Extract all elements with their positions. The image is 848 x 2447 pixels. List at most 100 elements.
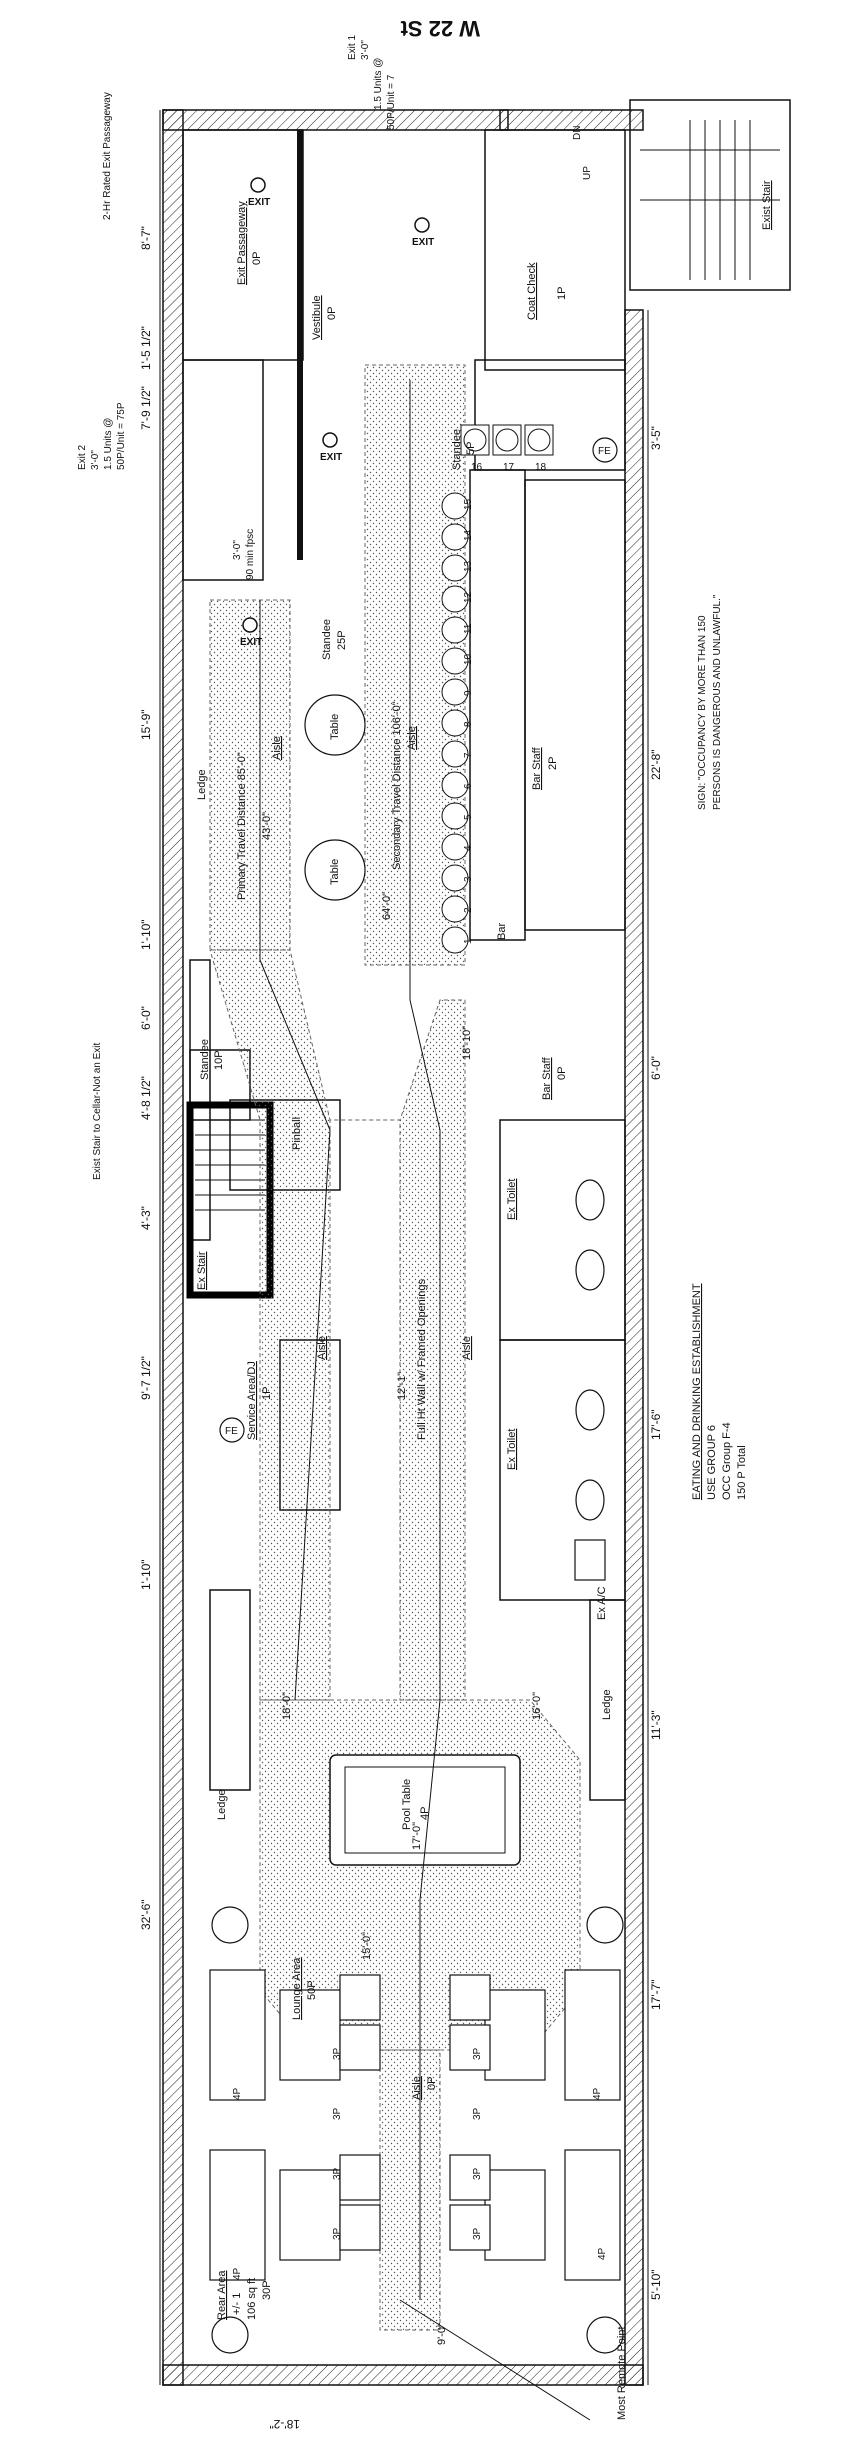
most-remote-label: Most Remote Point (616, 2326, 628, 2420)
exit1-title: Exit 1 (347, 35, 358, 60)
stool-number: 15 (463, 498, 474, 510)
stool-number: 10 (463, 653, 474, 665)
bar-stool: 16 (460, 424, 490, 473)
seat-label: 4P (592, 2087, 603, 2100)
travel-43: 43'-0" (261, 812, 273, 840)
pool-table: Pool Table 4P (329, 1754, 521, 1866)
street-label: W 22 St (400, 16, 480, 41)
rear-occ: 30P (261, 2280, 273, 2300)
up-label: UP (582, 166, 593, 180)
primary-travel: Primary Travel Distance 85'-0" (236, 752, 248, 900)
exit1-capacity: 50P/Unit = 7 (386, 74, 397, 130)
secondary-travel: Secondary Travel Distance 106'-0" (391, 701, 403, 870)
standee-top-occ: 5P (465, 442, 477, 455)
seat-label: 3P (472, 2047, 483, 2060)
dimension-label: 6'-0" (649, 1056, 663, 1080)
lounge-occ: 50P (306, 1980, 318, 2000)
exit-sign-2: EXIT (320, 452, 342, 463)
bar-stool: 2 (441, 895, 474, 923)
est-occ: OCC Group F-4 (721, 1422, 733, 1500)
dimension-label: 4'-8 1/2" (139, 1076, 153, 1120)
seat-label: 3P (332, 2107, 343, 2120)
bar-stool: 4 (441, 833, 474, 861)
ledge-label-3: Ledge (601, 1689, 613, 1720)
bar-staff-1-label: Bar Staff (531, 746, 543, 790)
exit-signs (242, 177, 430, 633)
dimension-label: 8'-7" (139, 226, 153, 250)
stool-number: 17 (503, 462, 515, 473)
seat-label: 3P (332, 2227, 343, 2240)
bar-staff-2-label: Bar Staff (541, 1056, 553, 1100)
est-title: EATING AND DRINKING ESTABLISHMENT (691, 1283, 703, 1500)
est-use: USE GROUP 6 (706, 1425, 718, 1500)
stool-number: 8 (463, 721, 474, 727)
lounge-label: Lounge Area (291, 1957, 303, 2020)
stool-number: 7 (463, 752, 474, 758)
dimension-label: 9'-7 1/2" (139, 1356, 153, 1400)
travel-64: 64'-0" (381, 892, 393, 920)
bar-staff-2-occ: 0P (556, 1067, 568, 1080)
exit2-capacity: 50P/Unit = 75P (116, 402, 127, 470)
aisle-label-4: Aisle (316, 1336, 328, 1360)
ledge-label-2: Ledge (216, 1789, 228, 1820)
bar-stool: 18 (524, 424, 554, 473)
exit-passageway-label: Exit Passageway (236, 201, 248, 285)
stool-number: 9 (463, 690, 474, 696)
seat-label: 4P (597, 2247, 608, 2260)
dimension-label: 11'-3" (649, 1710, 663, 1740)
aisle-label-3: Aisle (406, 726, 418, 750)
dn-label: DN (572, 126, 583, 140)
est-total: 150 P Total (736, 1445, 748, 1500)
seat-label: 3P (332, 2167, 343, 2180)
lounge-furniture (209, 1906, 624, 2354)
stool-number: 18 (535, 462, 547, 473)
exit-sign-3: EXIT (240, 637, 262, 648)
bar-stool: 11 (441, 616, 474, 644)
stool-number: 13 (463, 560, 474, 572)
seat-label: 4P (232, 2087, 243, 2100)
exit2-units: 1.5 Units @ (103, 418, 114, 470)
ledge-label-1: Ledge (196, 769, 208, 800)
service-label: Service Area/DJ (246, 1361, 258, 1440)
seat-label: 3P (332, 2047, 343, 2060)
dimension-label: 1'-10" (139, 1559, 153, 1590)
stool-number: 11 (463, 623, 474, 634)
wall-right (624, 309, 644, 2386)
bar-stool: 1 (441, 926, 474, 954)
stool-number: 14 (463, 529, 474, 541)
standee-small-label: Standee (199, 1039, 211, 1080)
exit1-width: 3'-0" (360, 40, 371, 60)
round-tables (304, 694, 366, 901)
dimension-label: 22'-8" (649, 749, 663, 780)
ex-toilet-label-1: Ex Toilet (506, 1179, 518, 1220)
exit-passageway-occ: 0P (251, 252, 263, 265)
dimension-label: 17'-7" (649, 1979, 663, 2010)
dimension-label: 17'-6" (649, 1409, 663, 1440)
standee-main-occ: 25P (336, 630, 348, 650)
fe-label-1: FE (598, 446, 611, 457)
bar-stool: 9 (441, 678, 474, 706)
exit-sign-1: EXIT (248, 197, 270, 208)
stool-number: 5 (463, 814, 474, 820)
dimension-label: 7'-9 1/2" (139, 386, 153, 430)
exit-sign-4: EXIT (412, 237, 434, 248)
travel-18-10: 18'-10" (461, 1026, 473, 1060)
seat-label: 4P (232, 2267, 243, 2280)
exist-stair-label: Exist Stair (761, 180, 773, 230)
table-label-1: Table (329, 714, 341, 740)
aisle-occ-1: 0P (426, 2077, 438, 2090)
stool-number: 16 (471, 462, 483, 473)
ex-stair-label: Ex Stair (196, 1251, 208, 1290)
bar-stool: 12 (441, 585, 474, 613)
standee-main-label: Standee (321, 619, 333, 660)
travel-15: 15'-0" (361, 1932, 373, 1960)
rear-label: Rear Area (216, 2270, 228, 2320)
pool-table-label: Pool Table (401, 1779, 413, 1830)
dimension-label: 4'-3" (139, 1206, 153, 1230)
dimension-label: 1'-10" (139, 919, 153, 950)
vestibule-occ: 0P (326, 307, 338, 320)
aisle-label-5: Aisle (461, 1336, 473, 1360)
dimension-label: 6'-0" (139, 1006, 153, 1030)
